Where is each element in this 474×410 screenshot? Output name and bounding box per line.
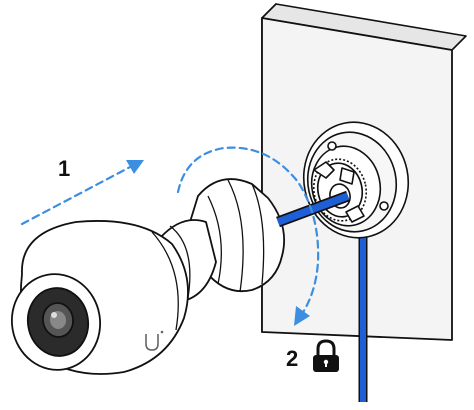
camera-cable — [276, 190, 350, 228]
step-1-arrow — [20, 160, 144, 226]
padlock-icon — [313, 339, 339, 372]
step-1-number: 1 — [58, 156, 70, 181]
step-2-arrow — [176, 146, 320, 326]
brand-logo-icon — [145, 330, 164, 351]
step-2-number: 2 — [286, 346, 298, 371]
camera — [10, 178, 285, 375]
